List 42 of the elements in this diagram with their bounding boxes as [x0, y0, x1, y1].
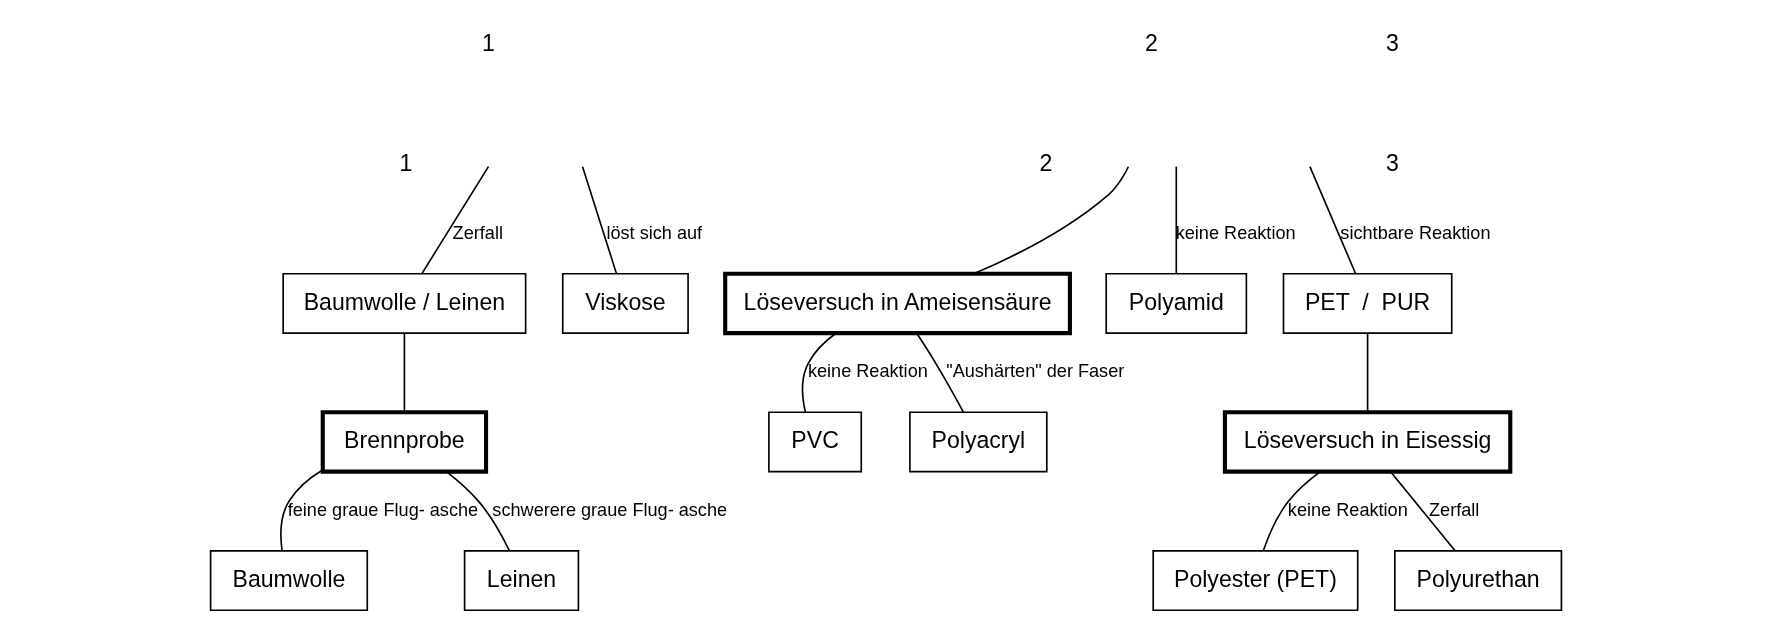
connector: [1262, 471, 1321, 552]
node-box: PET / PUR: [1282, 272, 1453, 334]
edge-label: keine Reaktion: [1287, 499, 1408, 520]
node-box: Polyester (PET): [1152, 550, 1359, 612]
connector: [1366, 332, 1369, 413]
node-box: PVC: [768, 411, 863, 473]
node-box: Polyamid: [1105, 272, 1248, 334]
node-box: Leinen: [463, 550, 580, 612]
edge-label: sichtbare Reaktion: [1340, 222, 1491, 243]
connector: [581, 165, 618, 275]
node-box: Viskose: [561, 272, 689, 334]
edge-label: feine graue Flug- asche: [287, 499, 479, 520]
label: 2: [1039, 149, 1053, 176]
node-box: Baumwolle: [209, 550, 369, 612]
node-box: Baumwolle / Leinen: [282, 272, 527, 334]
connector: [801, 332, 837, 414]
node-box: Brennprobe: [320, 410, 489, 474]
edge-label: Zerfall: [452, 222, 503, 243]
edge-label: "Aushärten" der Faser: [946, 361, 1125, 382]
label: 3: [1385, 29, 1399, 56]
edge-label: Zerfall: [1429, 499, 1480, 520]
connector: [421, 165, 490, 275]
connector: [446, 471, 511, 552]
connector: [916, 332, 965, 413]
edge-label: keine Reaktion: [1175, 222, 1296, 243]
node-box: Löseversuch in Eisessig: [1222, 410, 1513, 474]
connector: [280, 469, 324, 552]
connector: [1175, 165, 1178, 275]
node-box: Polyacryl: [909, 411, 1048, 473]
connector: [973, 165, 1130, 275]
connector: [403, 332, 406, 413]
label: 1: [482, 29, 495, 56]
label: 2: [1145, 29, 1158, 56]
connector: [1309, 165, 1357, 275]
edge-label: schwerere graue Flug- asche: [492, 499, 728, 520]
label: 1: [399, 149, 413, 176]
connector: [1390, 471, 1456, 552]
label: 3: [1385, 149, 1399, 176]
node-box: Löseversuch in Ameisensäure: [723, 271, 1072, 336]
node-box: Polyurethan: [1394, 550, 1563, 612]
edge-label: löst sich auf: [606, 222, 703, 243]
edge-label: keine Reaktion: [807, 361, 928, 382]
